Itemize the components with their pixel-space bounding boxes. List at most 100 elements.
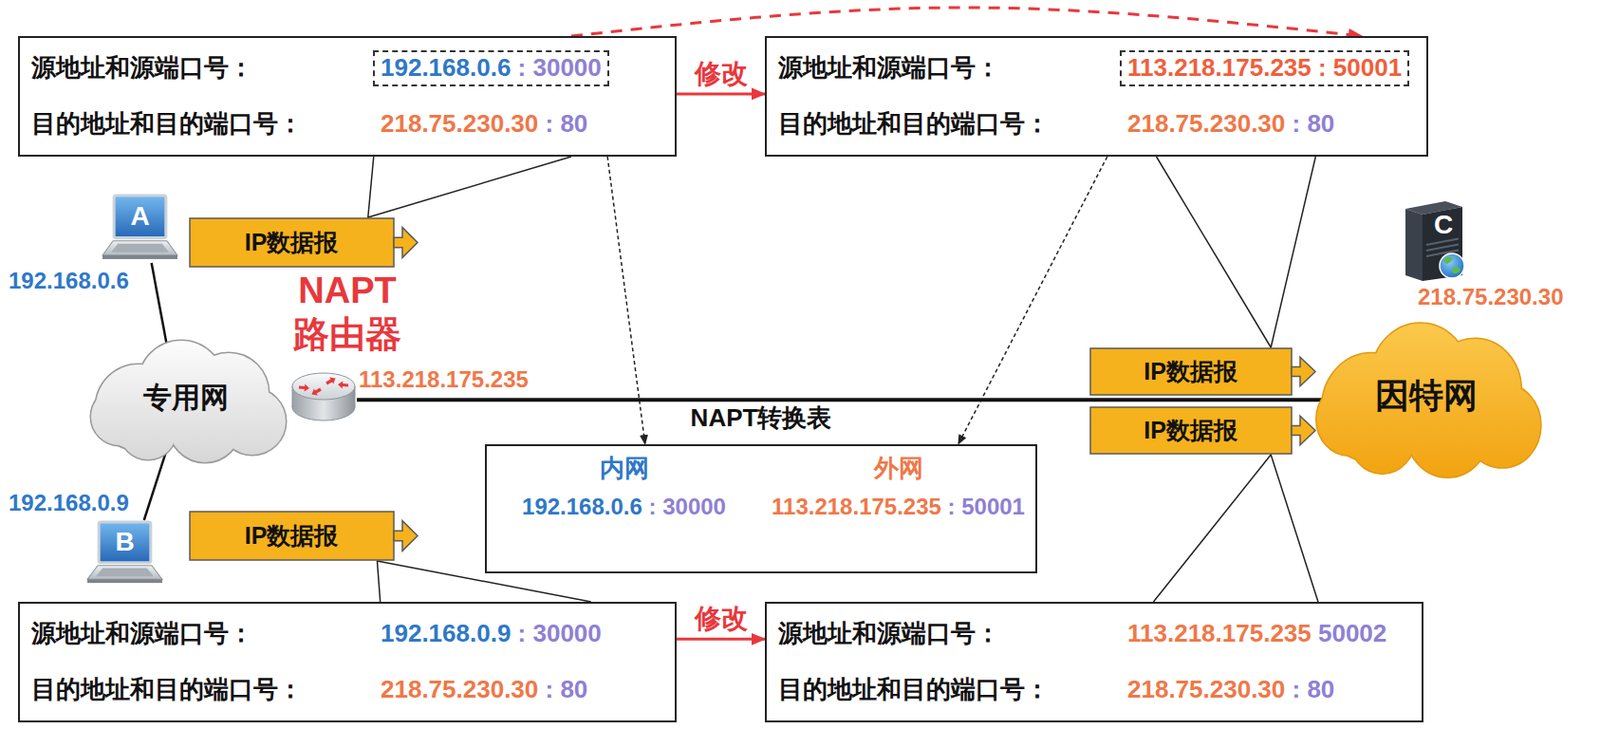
port-part: : 80 bbox=[538, 109, 588, 138]
address-part: 218.75.230.30 bbox=[1127, 674, 1285, 704]
host-address: 192.168.0.9 bbox=[8, 490, 130, 516]
address-part: 192.168.0.6 bbox=[380, 53, 511, 82]
laptop-node: B192.168.0.9 bbox=[86, 520, 164, 587]
router-address: 113.218.175.235 bbox=[358, 367, 529, 392]
field-label: 源地址和源端口号： bbox=[778, 619, 1120, 649]
hdr-node: 源地址和源端口号：113.218.175.235 : 50001 目的地址和目的端… bbox=[764, 36, 1429, 157]
address-port: 192.168.0.6 : 30000 bbox=[372, 50, 610, 87]
laptop-icon-part bbox=[111, 243, 169, 253]
address-part: 113.218.175.235 bbox=[771, 493, 942, 520]
packet-label: IP数据报 bbox=[244, 521, 339, 550]
connector bbox=[1153, 454, 1319, 602]
address-holder: 192.168.0.9 bbox=[8, 490, 130, 516]
laptop-icon-part bbox=[87, 565, 163, 580]
field-label: 源地址和源端口号： bbox=[31, 619, 373, 649]
cloud-node: 专用网 bbox=[81, 331, 291, 465]
cloud-node: 因特网 bbox=[1305, 311, 1546, 480]
address-part: 113.218.175.235 bbox=[1127, 618, 1312, 648]
address-holder: 218.75.230.30 bbox=[1417, 284, 1563, 310]
field-label: 目的地址和目的端口号： bbox=[31, 675, 373, 705]
port-part: : 30000 bbox=[642, 493, 726, 520]
packet-label: IP数据报 bbox=[1143, 357, 1238, 386]
laptop-node: A192.168.0.6 bbox=[101, 193, 179, 263]
ip-node: IP数据报 bbox=[1089, 347, 1317, 396]
laptop-icon-part bbox=[95, 568, 154, 577]
block-arrow-part bbox=[189, 218, 394, 267]
host-letter: B bbox=[114, 526, 134, 558]
port-part: : 80 bbox=[1284, 109, 1335, 138]
field-label: 目的地址和目的端口号： bbox=[778, 110, 1120, 139]
table-cell: 113.218.175.235 : 50001 bbox=[771, 493, 1025, 521]
table-cell: 192.168.0.6 : 30000 bbox=[521, 493, 726, 521]
router-node: NAPT 路由器113.218.175.235 bbox=[290, 367, 357, 424]
hdr-node: 源地址和源端口号：192.168.0.6 : 30000目的地址和目的端口号：2… bbox=[18, 36, 677, 157]
router-address-holder: 113.218.175.235 bbox=[358, 367, 529, 392]
column-header: 内网 bbox=[599, 454, 650, 484]
cloud-shape-part bbox=[1317, 383, 1383, 456]
table-title: NAPT转换表 bbox=[486, 404, 1036, 433]
ip-node: IP数据报 bbox=[188, 510, 419, 561]
router-name-holder: NAPT 路由器 bbox=[285, 269, 410, 356]
server-icon-part bbox=[1443, 256, 1453, 264]
host-letter: A bbox=[130, 201, 149, 232]
address-part: 113.218.175.235 bbox=[1127, 53, 1312, 82]
table-title-holder: NAPT转换表 bbox=[486, 404, 1036, 433]
ip-node: IP数据报 bbox=[188, 217, 419, 268]
router-icon-part bbox=[298, 383, 311, 392]
ip-node: IP数据报 bbox=[1089, 406, 1317, 455]
router-icon bbox=[290, 367, 357, 424]
cloud-shape-part bbox=[1317, 383, 1383, 456]
connector bbox=[571, 7, 1362, 37]
address-part: 218.75.230.30 bbox=[380, 674, 539, 704]
server-icon-part bbox=[1451, 266, 1461, 274]
field-label: 源地址和源端口号： bbox=[31, 54, 373, 83]
field-label: 源地址和源端口号： bbox=[778, 54, 1120, 83]
block-arrow-part bbox=[1291, 356, 1316, 387]
server-icon-part bbox=[1426, 239, 1459, 246]
router-icon-part bbox=[292, 372, 355, 400]
connector bbox=[368, 156, 572, 218]
server-icon bbox=[1397, 199, 1470, 281]
block-arrow-part bbox=[1090, 348, 1292, 395]
network-name: 因特网 bbox=[1375, 375, 1478, 415]
address-part: 218.75.230.30 bbox=[1127, 109, 1285, 138]
hdr-node: 源地址和源端口号：113.218.175.235 50002目的地址和目的端口号… bbox=[764, 601, 1424, 723]
cloud-shape-part bbox=[91, 388, 149, 446]
laptop-icon-part bbox=[87, 578, 163, 583]
packet-label: IP数据报 bbox=[1143, 416, 1238, 445]
connector bbox=[151, 262, 168, 348]
host-letter: C bbox=[1433, 209, 1453, 241]
cloud-shape-part bbox=[91, 388, 149, 446]
server-icon-part bbox=[1439, 253, 1465, 279]
address-part: 192.168.0.6 bbox=[521, 493, 643, 520]
field-label: 目的地址和目的端口号： bbox=[778, 675, 1120, 705]
network-name: 专用网 bbox=[143, 381, 229, 415]
server-node: C218.75.230.30 bbox=[1397, 199, 1470, 281]
address-part: 192.168.0.9 bbox=[380, 618, 511, 648]
laptop-icon-part bbox=[98, 521, 151, 563]
server-icon-part bbox=[1405, 208, 1423, 281]
port-part: : 50001 bbox=[1311, 53, 1402, 82]
screen-holder: A bbox=[113, 195, 167, 238]
laptop-icon-part bbox=[102, 255, 178, 260]
host-address: 192.168.0.6 bbox=[8, 268, 130, 294]
block-arrow-part bbox=[189, 511, 394, 560]
laptop-icon-part bbox=[113, 195, 167, 239]
screen-holder: B bbox=[98, 521, 151, 562]
port-part: : 80 bbox=[538, 674, 588, 704]
server-letter-holder: C bbox=[1426, 210, 1461, 240]
address-port: 218.75.230.30 : 80 bbox=[1119, 675, 1405, 705]
address-holder: 192.168.0.6 bbox=[8, 268, 130, 294]
router-name: NAPT 路由器 bbox=[285, 269, 410, 356]
router-icon-part bbox=[324, 374, 338, 387]
block-arrow-part bbox=[393, 520, 418, 552]
block-arrow-part bbox=[1291, 415, 1316, 446]
connector bbox=[676, 92, 765, 95]
address-port: 218.75.230.30 : 80 bbox=[372, 675, 658, 705]
address-port: 218.75.230.30 : 80 bbox=[1119, 110, 1410, 139]
block-arrow-part bbox=[1090, 407, 1292, 454]
edge-label: 修改 bbox=[691, 603, 751, 634]
connector bbox=[676, 637, 765, 641]
connector bbox=[1156, 156, 1317, 348]
